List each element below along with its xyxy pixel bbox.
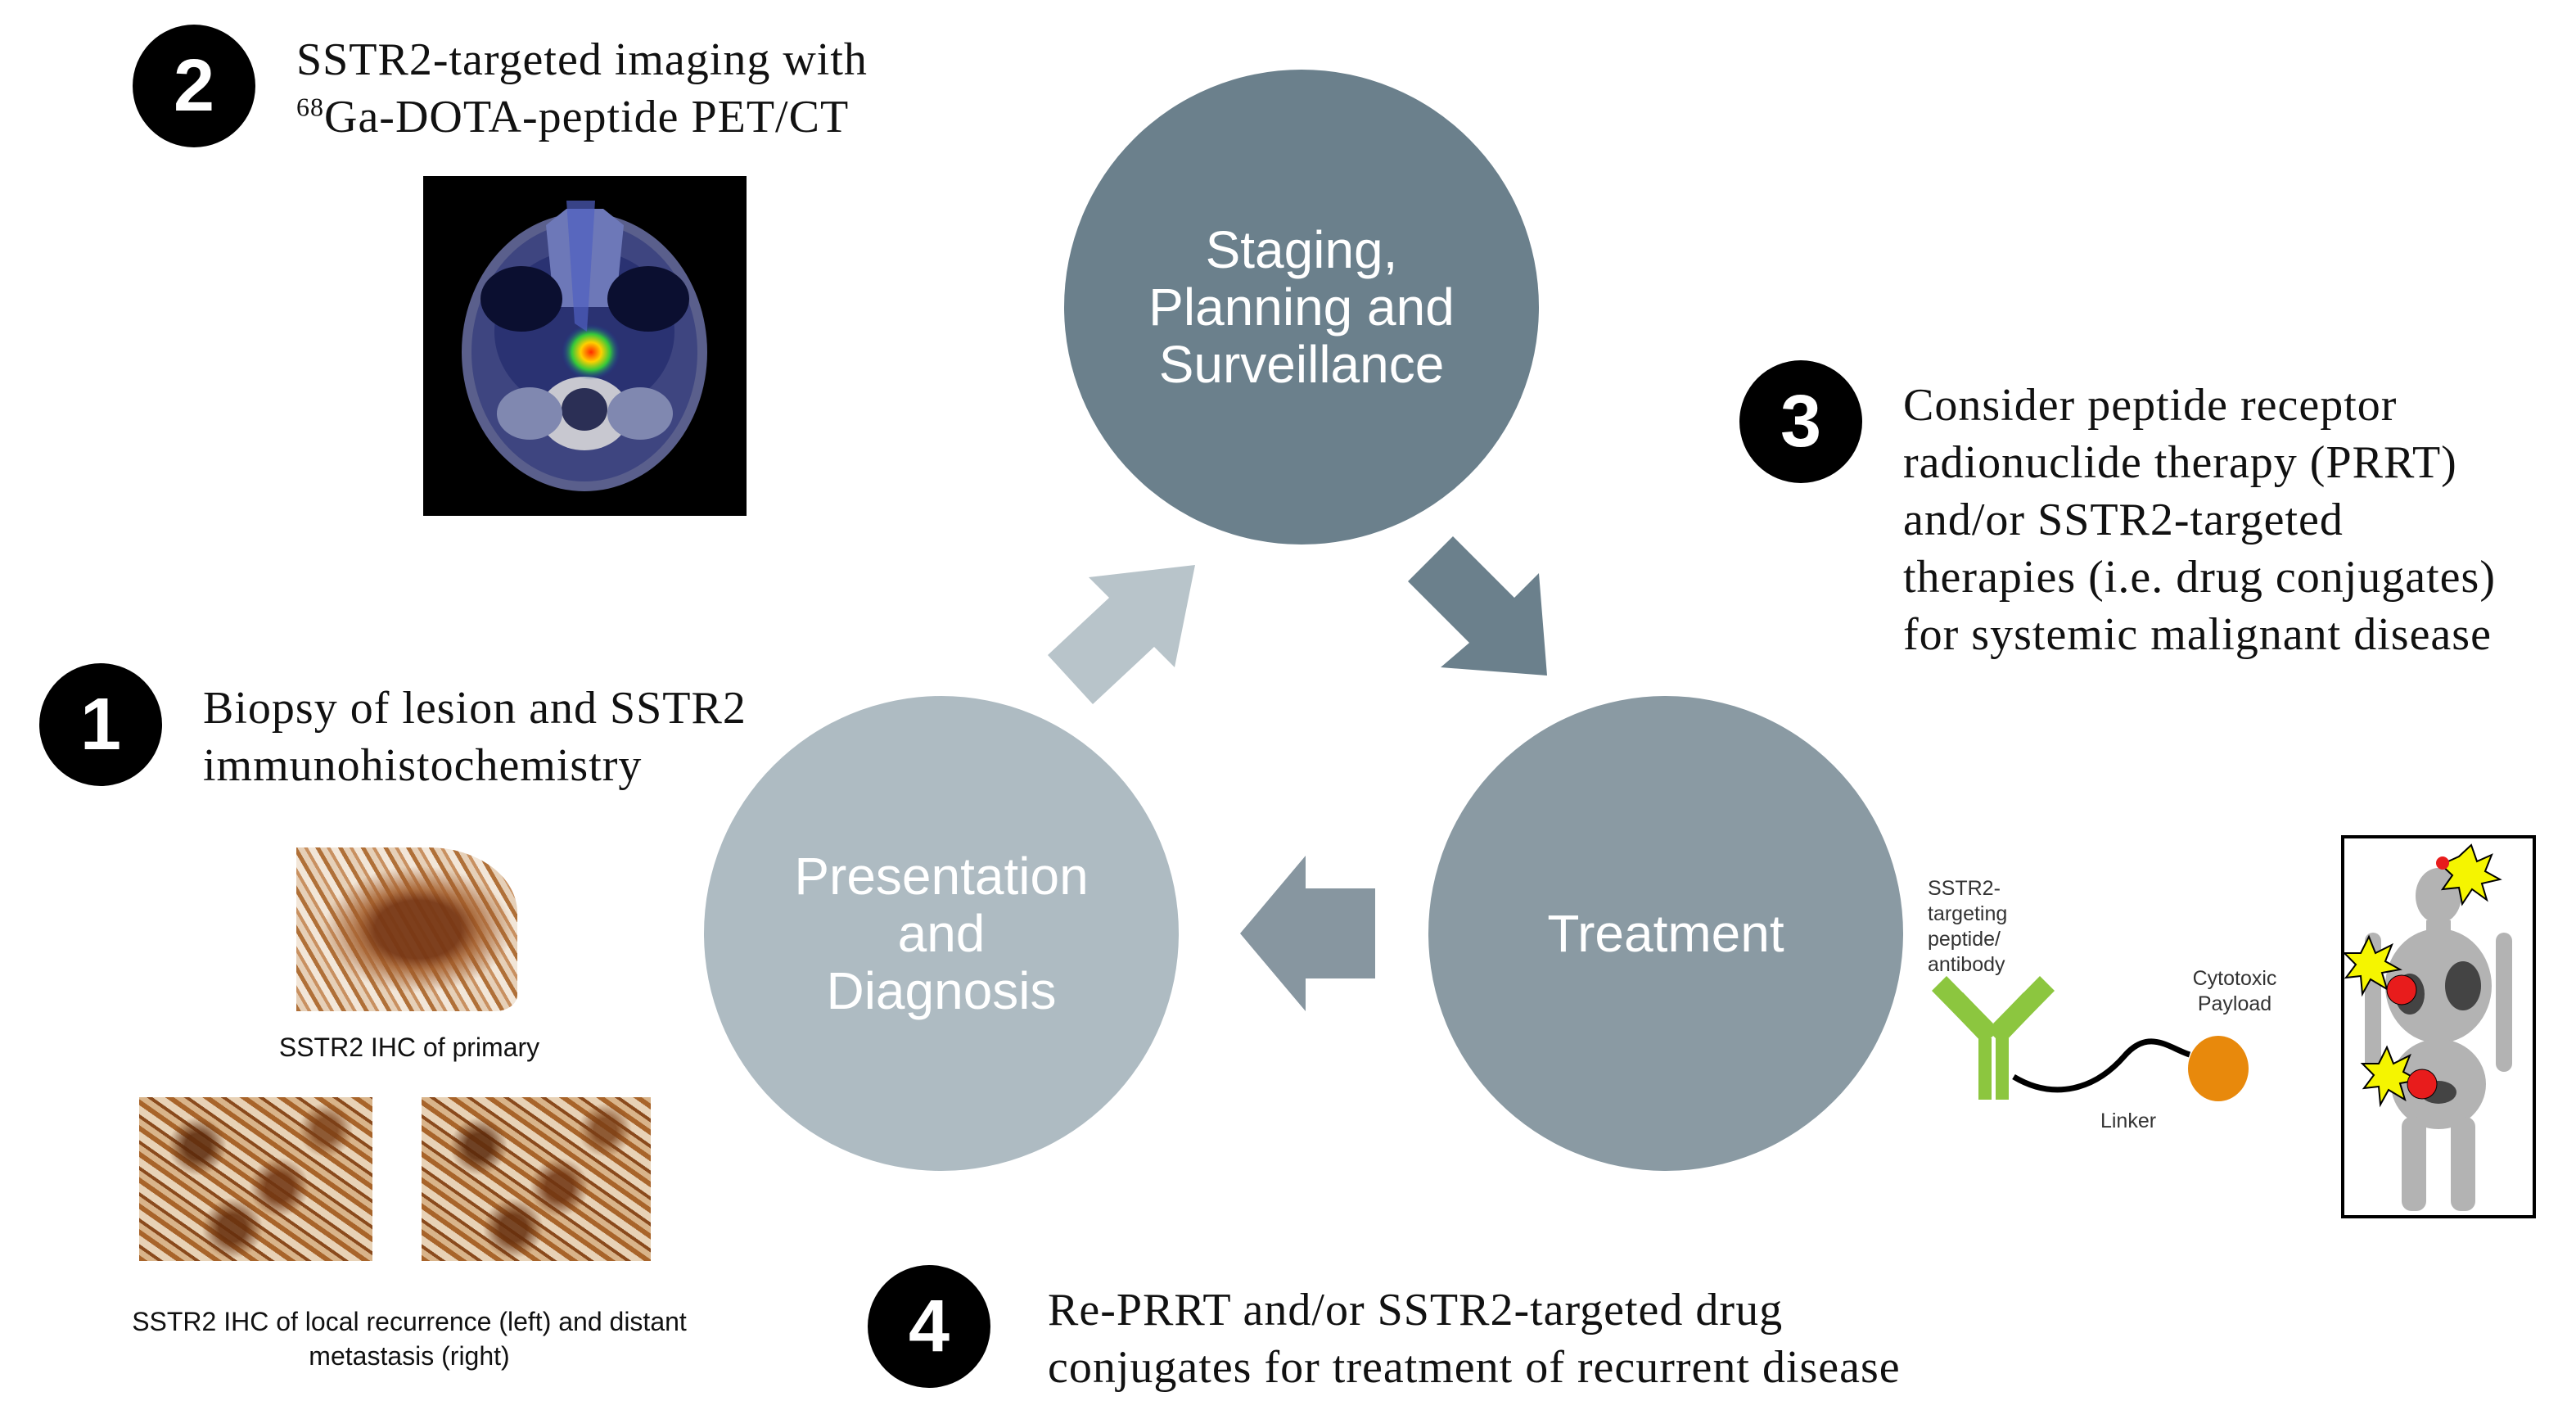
ihc-primary-caption: SSTR2 IHC of primary <box>278 1033 540 1062</box>
targeting-label-line-3: peptide/ <box>1928 928 2001 951</box>
linker-label: Linker <box>2100 1109 2157 1132</box>
arrow-to-presentation-shape <box>1240 856 1375 1011</box>
pet-ct-scan-graphic <box>462 201 707 491</box>
ihc-recurrence-caption-line-2: metastasis (right) <box>309 1341 510 1371</box>
lesion-burst-1 <box>2439 843 2502 906</box>
payload-label-line-1: Cytotoxic <box>2192 967 2277 990</box>
whole-body-scan-graphic <box>2342 843 2512 1211</box>
targeting-label-line-1: SSTR2- <box>1928 877 2001 900</box>
lesion-marker-3 <box>2407 1069 2438 1100</box>
treatment-circle: Treatment <box>1428 696 1903 1171</box>
step-1-badge: 1 <box>39 663 162 786</box>
payload-icon <box>2188 1036 2249 1101</box>
presentation-label-line-1: Presentation <box>794 847 1089 906</box>
isotope-superscript: 68 <box>296 92 324 122</box>
step-4-text: Re-PRRT and/or SSTR2-targeted drug conju… <box>1048 1281 1901 1396</box>
step-1-line-2: immunohistochemistry <box>203 740 643 791</box>
step-1-text: Biopsy of lesion and SSTR2 immunohistoch… <box>203 680 747 794</box>
step-3-line-2: radionuclide therapy (PRRT) <box>1903 437 2457 488</box>
ihc-recurrence-caption-line-1: SSTR2 IHC of local recurrence (left) and… <box>132 1307 687 1336</box>
ihc-metastasis-image <box>422 1097 651 1261</box>
staging-circle: Staging, Planning and Surveillance <box>1064 70 1539 545</box>
step-3-badge: 3 <box>1739 360 1862 483</box>
arrow-to-staging-shape <box>1048 565 1195 704</box>
staging-label-line-3: Surveillance <box>1158 335 1445 394</box>
drug-conjugate-graphic <box>1932 976 2249 1101</box>
step-4-badge: 4 <box>868 1265 990 1388</box>
step-3-line-3: and/or SSTR2-targeted <box>1903 495 2344 545</box>
targeting-label-line-2: targeting <box>1928 902 2008 925</box>
lesion-marker-2 <box>2386 974 2417 1006</box>
targeting-label-line-4: antibody <box>1928 953 2005 976</box>
linker-line <box>2012 1038 2191 1093</box>
payload-label: Cytotoxic Payload <box>2153 966 2317 1017</box>
presentation-label-line-3: Diagnosis <box>826 961 1057 1020</box>
step-3-number: 3 <box>1780 380 1822 463</box>
presentation-label: Presentation and Diagnosis <box>751 847 1131 1019</box>
step-3-text: Consider peptide receptor radionuclide t… <box>1903 377 2496 663</box>
ihc-recurrence-caption: SSTR2 IHC of local recurrence (left) and… <box>49 1304 769 1373</box>
payload-label-line-2: Payload <box>2197 992 2272 1015</box>
step-4-line-2: conjugates for treatment of recurrent di… <box>1048 1342 1901 1393</box>
ihc-recurrence-image <box>139 1097 372 1261</box>
step-4-line-1: Re-PRRT and/or SSTR2-targeted drug <box>1048 1285 1784 1335</box>
antibody-icon <box>1932 976 2055 1100</box>
step-2-line-2-text: Ga-DOTA-peptide PET/CT <box>324 92 850 142</box>
ihc-primary-image <box>296 847 517 1011</box>
step-2-number: 2 <box>173 44 215 127</box>
arrow-to-presentation <box>1240 856 1375 1011</box>
targeting-label: SSTR2- targeting peptide/ antibody <box>1928 876 2050 978</box>
step-3-line-4: therapies (i.e. drug conjugates) <box>1903 552 2496 603</box>
arrow-to-treatment <box>1408 536 1547 676</box>
step-3-line-1: Consider peptide receptor <box>1903 380 2398 431</box>
presentation-circle: Presentation and Diagnosis <box>704 696 1179 1171</box>
staging-label-line-1: Staging, <box>1205 220 1398 279</box>
lesion-marker-1 <box>2436 856 2449 870</box>
lesion-burst-3 <box>2360 1045 2420 1108</box>
arrow-to-staging <box>1048 565 1195 704</box>
staging-label-line-2: Planning and <box>1148 278 1455 337</box>
step-1-number: 1 <box>79 683 122 766</box>
treatment-label: Treatment <box>1547 904 1784 963</box>
step-2-badge: 2 <box>133 25 255 147</box>
step-1-line-1: Biopsy of lesion and SSTR2 <box>203 683 747 734</box>
whole-body-scan <box>2341 835 2536 1218</box>
presentation-label-line-2: and <box>897 904 986 963</box>
step-2-text: SSTR2-targeted imaging with 68Ga-DOTA-pe… <box>296 31 868 146</box>
arrow-to-treatment-shape <box>1408 536 1547 676</box>
step-2-line-2: 68Ga-DOTA-peptide PET/CT <box>296 88 868 146</box>
step-2-line-1: SSTR2-targeted imaging with <box>296 34 868 85</box>
staging-label: Staging, Planning and Surveillance <box>1112 221 1491 393</box>
step-4-number: 4 <box>908 1285 950 1367</box>
pet-ct-image <box>423 176 747 516</box>
step-3-line-5: for systemic malignant disease <box>1903 609 2492 660</box>
